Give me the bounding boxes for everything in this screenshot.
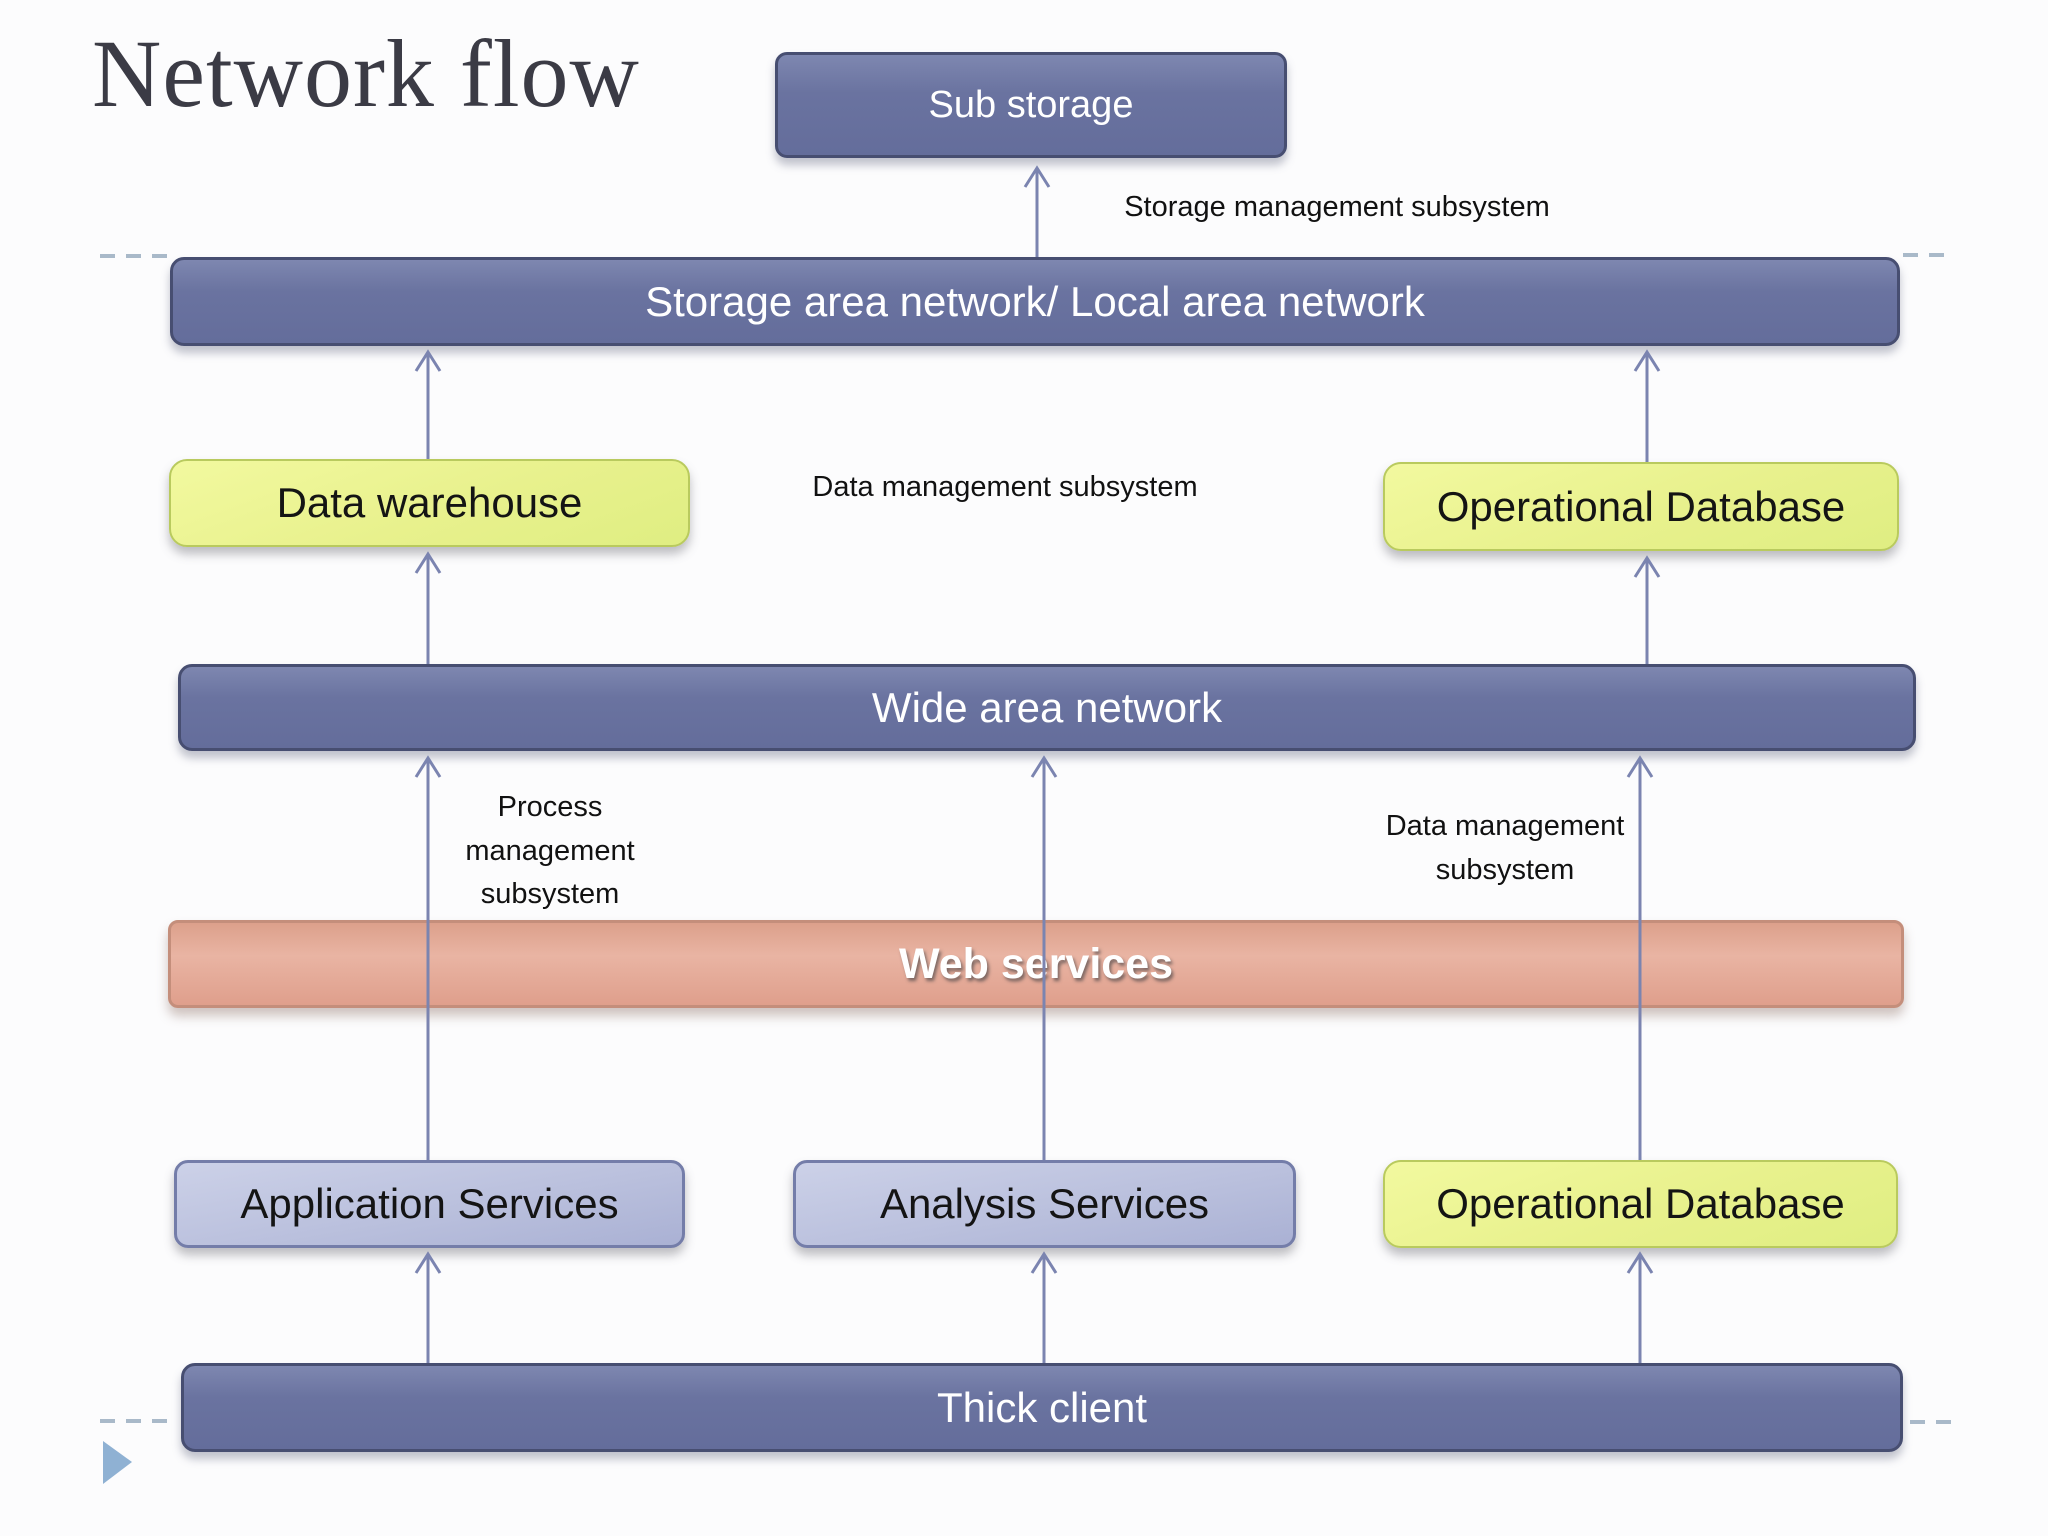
- label-data-management-subsystem-upper: Data management subsystem: [812, 471, 1198, 503]
- label-process-management-subsystem: Process management subsystem: [465, 791, 635, 910]
- label-storage-management-subsystem: Storage management subsystem: [1124, 191, 1550, 223]
- node-data-warehouse-label: Data warehouse: [276, 479, 583, 526]
- node-application-services: Application Services: [174, 1160, 685, 1248]
- node-web-services-bar: Web services: [168, 920, 1904, 1008]
- node-data-warehouse: Data warehouse: [169, 459, 690, 547]
- node-thick-client-label: Thick client: [936, 1383, 1148, 1431]
- node-operational-database-bottom: Operational Database: [1383, 1160, 1898, 1248]
- node-wan-label: Wide area network: [871, 683, 1223, 731]
- node-analysis-services: Analysis Services: [793, 1160, 1296, 1248]
- label-data-management-subsystem-right: Data management subsystem: [1385, 810, 1625, 886]
- node-operational-database-bottom-label: Operational Database: [1436, 1180, 1845, 1227]
- node-thick-client-bar: Thick client: [181, 1363, 1903, 1452]
- node-web-services-label: Web services: [898, 939, 1174, 988]
- node-operational-database-top-label: Operational Database: [1436, 482, 1846, 530]
- play-triangle-icon: [103, 1441, 132, 1484]
- node-operational-database-top: Operational Database: [1383, 462, 1899, 551]
- node-application-services-label: Application Services: [240, 1180, 619, 1227]
- node-sub-storage: Sub storage: [775, 52, 1287, 158]
- node-analysis-services-label: Analysis Services: [879, 1180, 1210, 1227]
- node-san-lan-bar: Storage area network/ Local area network: [170, 257, 1900, 346]
- node-san-lan-label: Storage area network/ Local area network: [645, 277, 1425, 325]
- node-wan-bar: Wide area network: [178, 664, 1916, 751]
- node-sub-storage-label: Sub storage: [928, 83, 1134, 126]
- page-title: Network flow: [92, 20, 640, 127]
